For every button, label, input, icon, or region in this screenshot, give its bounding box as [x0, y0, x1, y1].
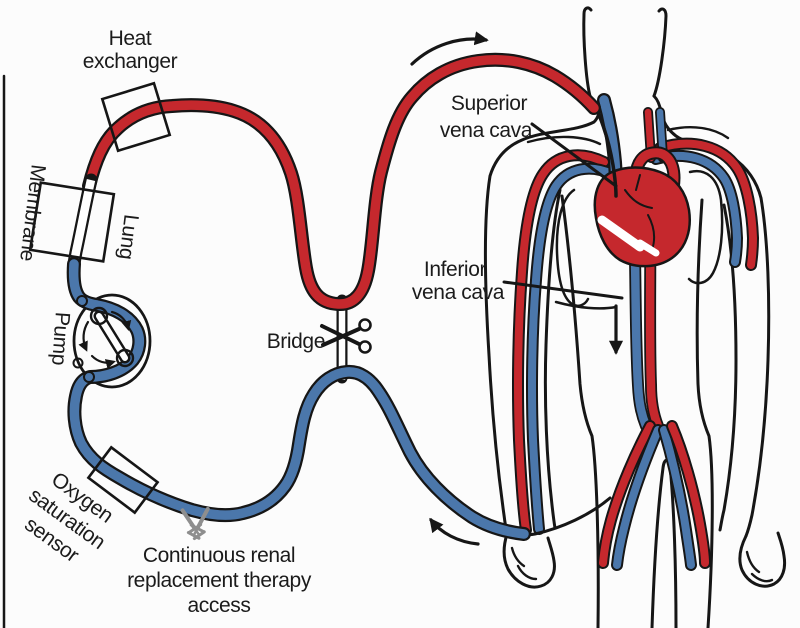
- heat-exchanger-label: Heat: [109, 27, 152, 50]
- lung-outline-left: [554, 188, 618, 310]
- stopcock-syringe-icon: [186, 506, 210, 540]
- cannula-tip-flare: [597, 215, 645, 252]
- heat-exchanger-label-2: exchanger: [83, 50, 178, 73]
- svg-text:Superior: Superior: [451, 92, 528, 115]
- membrane-lung-box: [28, 181, 116, 263]
- svg-text:Inferior: Inferior: [424, 258, 487, 281]
- diagram-labels: Heat exchanger Membrane Lung Pump Bridge…: [15, 27, 533, 617]
- rotation-arrow-icon: [110, 310, 132, 331]
- superior-vena-cava-label: Superior vena cava: [440, 92, 533, 142]
- roller-top: [89, 306, 109, 326]
- pump-outlet-connector: [72, 357, 84, 369]
- lung-label: Lung: [114, 213, 142, 261]
- venous-cannula-line: [592, 102, 618, 198]
- hand-left: [502, 532, 556, 589]
- oxygen-sensor-box: [86, 445, 160, 515]
- svc-pointer-line: [530, 122, 618, 188]
- chest-lines: [526, 125, 730, 146]
- roller-pump: [72, 295, 135, 383]
- cannula-tip-flare-2: [636, 239, 660, 257]
- flow-arrow-top-icon: [410, 31, 489, 66]
- bridge-label: Bridge: [267, 330, 325, 353]
- flow-arrow-bottom-icon: [429, 517, 480, 546]
- head-outline-right: [652, 7, 668, 98]
- svg-text:vena cava: vena cava: [412, 281, 505, 304]
- head-outline-left: [582, 6, 593, 98]
- scissors-icon: [320, 318, 372, 354]
- lung-outline-right: [687, 169, 724, 285]
- torso-leg-right: [695, 198, 714, 628]
- svg-text:vena cava: vena cava: [440, 119, 533, 142]
- inner-arm-left: [543, 188, 562, 530]
- pump-housing: [72, 293, 152, 389]
- crrt-access-icons: [180, 506, 210, 541]
- svg-text:replacement therapy: replacement therapy: [127, 569, 312, 592]
- heart: [593, 166, 691, 268]
- pump-label: Pump: [47, 311, 74, 366]
- roller-bottom: [115, 348, 135, 368]
- rotation-arrow-icon: [78, 320, 90, 352]
- svg-text:Continuous renal: Continuous renal: [143, 544, 295, 567]
- ivc-pointer-line: [502, 280, 624, 300]
- heat-exchanger-box: [100, 81, 172, 153]
- hand-right-fingers: [745, 550, 774, 583]
- hand-right: [738, 531, 787, 588]
- inferior-vena-cava-label: Inferior vena cava: [412, 258, 505, 304]
- heart-body: [593, 166, 691, 268]
- pump-outlet-connector-2: [83, 371, 95, 383]
- svg-text:access: access: [188, 594, 251, 617]
- rotation-arrow-icon: [90, 354, 116, 369]
- crrt-label: Continuous renal replacement therapy acc…: [127, 544, 312, 617]
- torso-leg-left: [560, 194, 600, 628]
- hand-left-fingers: [510, 546, 538, 581]
- pump-inlet-connector: [76, 295, 88, 307]
